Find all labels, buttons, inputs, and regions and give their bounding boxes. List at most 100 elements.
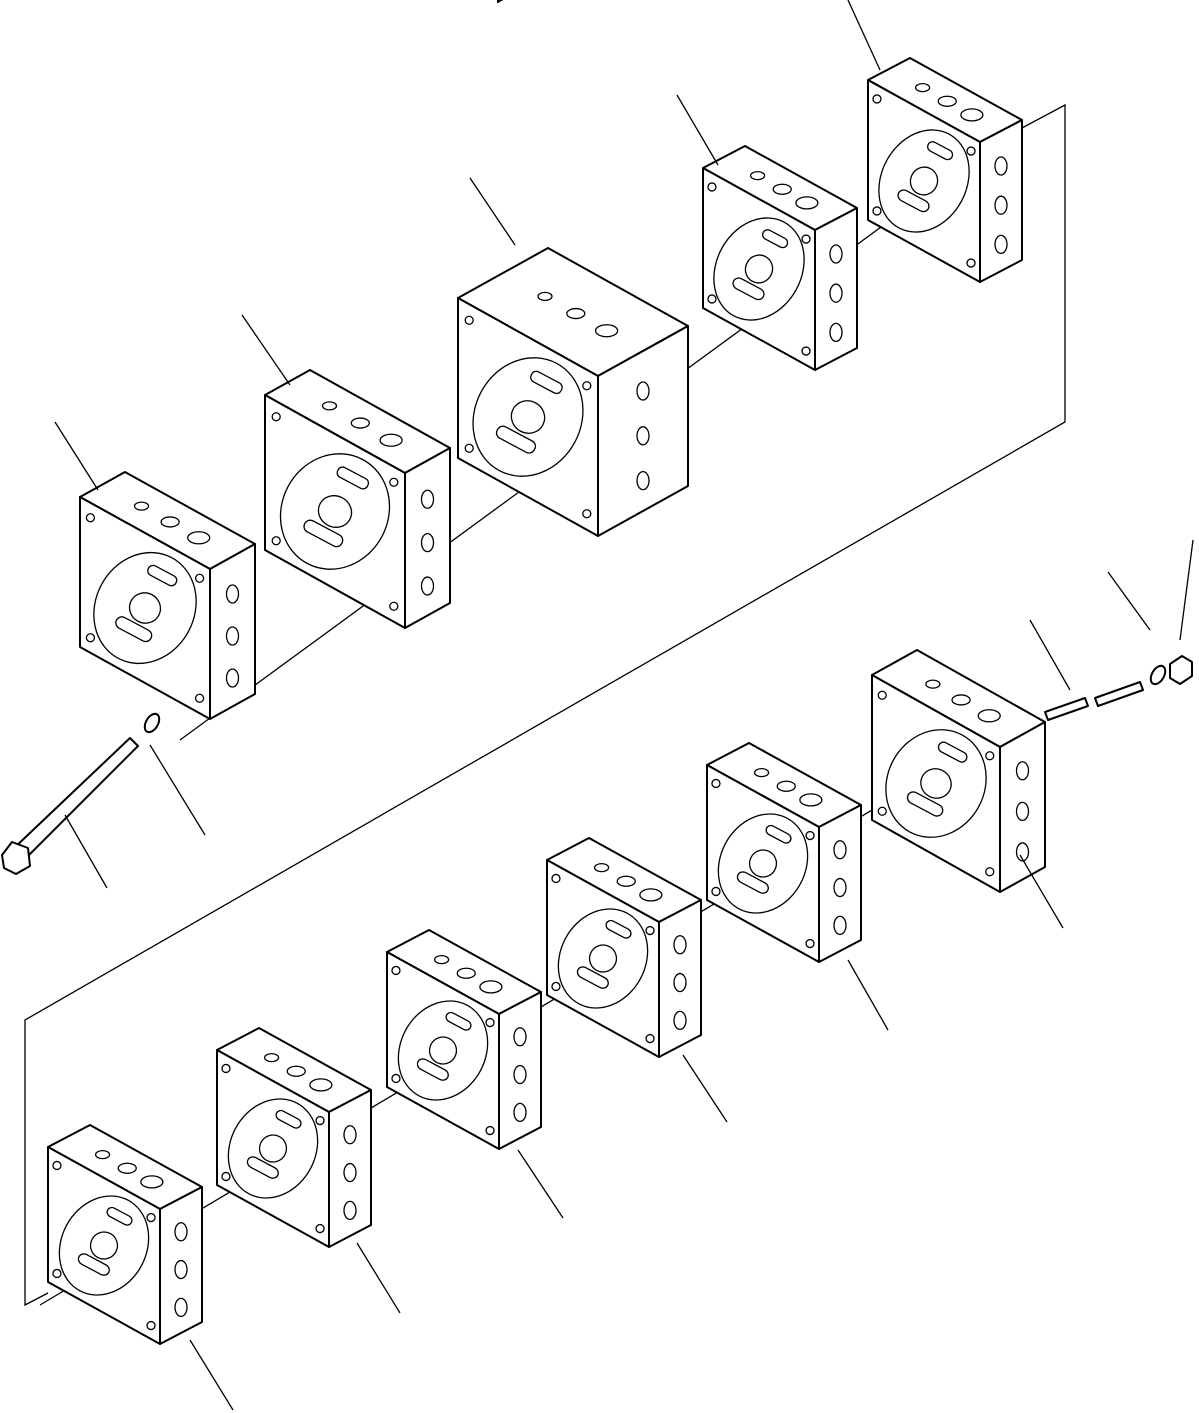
center-port	[258, 1134, 288, 1163]
center-port	[89, 1231, 119, 1260]
leader-line	[1029, 619, 1071, 691]
top-port	[94, 1149, 111, 1160]
side-port	[225, 584, 240, 604]
leader-line	[149, 744, 206, 836]
block-side-face	[209, 543, 256, 720]
side-port	[829, 244, 843, 264]
center-port	[920, 768, 952, 799]
spool-slot	[906, 791, 944, 817]
block-front-face	[867, 79, 981, 283]
leader-line	[64, 814, 108, 889]
spool-slot	[762, 229, 789, 249]
spool-slot	[303, 519, 344, 548]
side-port	[994, 234, 1008, 255]
bolt-hole	[805, 830, 815, 841]
bolt-hole	[221, 1171, 231, 1182]
top-port	[977, 709, 1001, 723]
block-front-face	[264, 394, 406, 629]
bolt-hole	[315, 1115, 325, 1126]
center-port	[510, 400, 546, 434]
block-side-face	[498, 991, 542, 1150]
side-port	[829, 322, 843, 343]
leader-line	[676, 94, 719, 166]
port-ring	[878, 129, 970, 233]
top-port	[117, 1162, 137, 1174]
assembly-outline-lines	[24, 103, 1066, 1307]
side-port	[636, 426, 650, 446]
block-side-face	[814, 207, 858, 371]
side-port	[420, 576, 435, 596]
center-port	[744, 254, 774, 284]
bolt-hole	[389, 477, 399, 487]
top-port	[960, 108, 984, 122]
valve-block	[216, 1027, 372, 1248]
top-port	[593, 862, 610, 873]
leader-line	[847, 959, 889, 1031]
nut-icon	[1169, 655, 1193, 685]
center-port	[748, 849, 778, 878]
port-ring	[227, 1098, 319, 1199]
spool-slot	[736, 871, 769, 894]
block-front-face	[457, 297, 599, 537]
bolt-hole	[52, 1268, 62, 1279]
top-port	[799, 793, 823, 807]
bolt-hole	[801, 234, 811, 244]
block-front-face	[216, 1049, 330, 1248]
side-port	[174, 1259, 188, 1280]
port-ring	[472, 357, 584, 477]
bolt-hole	[985, 867, 995, 877]
side-port	[833, 877, 847, 898]
bolt-hole	[271, 536, 281, 546]
side-port	[174, 1297, 188, 1317]
top-port	[594, 324, 619, 338]
side-port	[420, 489, 435, 509]
block-front-face	[871, 674, 1001, 893]
side-port	[833, 915, 847, 935]
port-ring	[557, 908, 649, 1009]
side-port	[833, 840, 847, 860]
valve-block	[457, 0, 689, 537]
leader-line	[1019, 854, 1064, 929]
top-port	[795, 196, 819, 210]
side-port	[225, 668, 240, 688]
top-port	[140, 1175, 164, 1189]
bolt-hole	[464, 315, 474, 325]
side-port	[513, 1102, 527, 1122]
bolt-hole	[711, 886, 721, 897]
fastener-hardware	[1, 655, 1193, 875]
side-port	[513, 1027, 527, 1047]
valve-block	[79, 471, 256, 720]
block-side-face	[658, 899, 702, 1058]
side-port	[1015, 842, 1030, 862]
side-port	[673, 935, 687, 955]
bolt-hole	[985, 751, 995, 761]
top-port	[776, 780, 796, 792]
valve-block	[264, 369, 451, 629]
side-port	[174, 1222, 188, 1242]
valve-block	[47, 1124, 203, 1345]
bolt-hole	[391, 1073, 401, 1084]
spool-slot	[275, 1109, 302, 1129]
side-port	[1015, 801, 1030, 821]
valve-blocks	[47, 0, 1046, 1345]
block-front-face	[79, 496, 211, 720]
bolt-hole	[221, 1063, 231, 1074]
leader-line	[469, 177, 516, 246]
bolt-hole	[315, 1223, 325, 1234]
bolt-hole	[271, 412, 281, 422]
side-port	[636, 381, 650, 401]
bolt-hole	[877, 690, 887, 700]
valve-block	[546, 837, 702, 1058]
spool-slot	[106, 1206, 133, 1226]
top-port	[951, 694, 971, 706]
spool-slot	[605, 919, 632, 939]
top-port	[187, 531, 211, 545]
top-port	[753, 767, 770, 778]
block-side-face	[404, 447, 451, 629]
valve-block	[386, 929, 542, 1150]
bolt-hole	[194, 693, 205, 703]
bolt-hole	[146, 1320, 156, 1331]
side-port	[513, 1064, 527, 1085]
bolt-hole	[194, 573, 205, 583]
